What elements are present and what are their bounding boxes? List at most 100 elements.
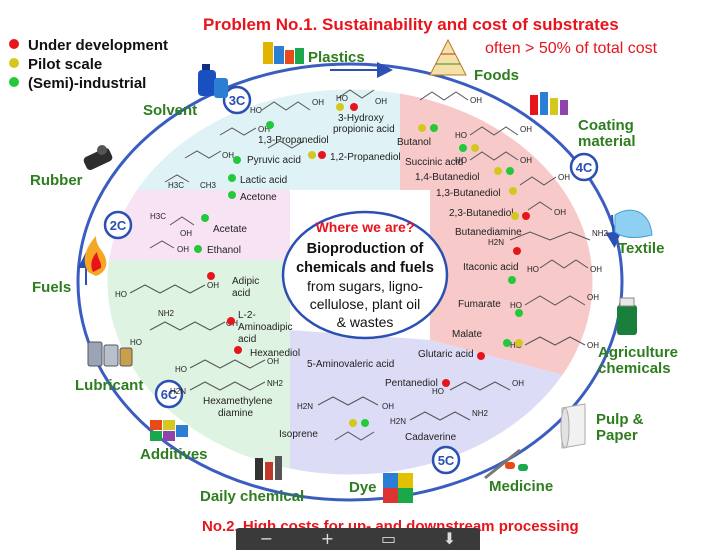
badge-3c-label: 3C bbox=[229, 93, 246, 108]
label-adipic-2: acid bbox=[232, 288, 250, 299]
structure-malate bbox=[524, 336, 586, 346]
label-itaconic: Itaconic acid bbox=[463, 262, 519, 273]
label-coating-2: material bbox=[578, 133, 636, 150]
dot-pentanediol-red bbox=[442, 379, 450, 387]
structure-succinic bbox=[469, 126, 519, 136]
legend-label-under-development: Under development bbox=[28, 37, 168, 54]
structure-acetone bbox=[164, 174, 190, 183]
foods-icon bbox=[429, 38, 467, 76]
label-hmd-1: Hexamethylene bbox=[203, 396, 273, 407]
structure-12pdo bbox=[267, 140, 305, 149]
legend-dot-green bbox=[9, 77, 19, 87]
dot-aaa-red bbox=[227, 317, 235, 325]
badge-2c-label: 2C bbox=[110, 218, 127, 233]
center-line3: from sugars, ligno- bbox=[307, 278, 423, 294]
medicine-icon bbox=[484, 448, 528, 480]
lubricant-icon bbox=[87, 341, 133, 367]
download-icon[interactable]: ⬇ bbox=[442, 529, 457, 548]
legend-dot-yellow bbox=[9, 58, 19, 68]
inner-ring bbox=[106, 88, 594, 476]
textile-icon bbox=[614, 209, 653, 239]
dot-pyruvic-green bbox=[233, 156, 241, 164]
rubber-icon bbox=[83, 145, 113, 170]
dot-succinic-yellow bbox=[471, 144, 479, 152]
c4-chemicals bbox=[419, 91, 591, 346]
atom-ho-hpa: HO bbox=[336, 94, 348, 103]
atom-ho-aaa: HO bbox=[130, 338, 142, 347]
label-pulp-2: Paper bbox=[596, 427, 638, 444]
structure-13bdo bbox=[519, 176, 557, 186]
daily-chemical-icon bbox=[255, 456, 282, 480]
atom-oh-pyruvic: OH bbox=[258, 125, 270, 134]
label-solvent: Solvent bbox=[143, 102, 197, 119]
atom-h2n-cadaverine: H2N bbox=[390, 417, 406, 426]
legend: Under development Pilot scale (Semi)-ind… bbox=[9, 37, 168, 92]
legend-label-pilot-scale: Pilot scale bbox=[28, 56, 102, 73]
center-line2: chemicals and fuels bbox=[296, 260, 434, 276]
atom-oh-glutaric: OH bbox=[512, 379, 524, 388]
label-lactic: Lactic acid bbox=[240, 175, 287, 186]
dot-23bdo-yellow bbox=[511, 212, 519, 220]
atom-h2n-hmd: H2N bbox=[170, 387, 186, 396]
label-hpa-2: propionic acid bbox=[333, 124, 395, 135]
pulp-paper-icon bbox=[560, 403, 586, 449]
label-textile: Textile bbox=[618, 240, 664, 257]
dot-13pdo-green bbox=[266, 121, 274, 129]
label-hpa-1: 3-Hydroxy bbox=[338, 113, 384, 124]
dot-isoprene-yellow bbox=[349, 419, 357, 427]
additives-icon bbox=[150, 420, 188, 441]
structure-pyruvic bbox=[219, 127, 257, 136]
badge-2c bbox=[103, 210, 133, 240]
atom-ho-fumarate: HO bbox=[510, 301, 522, 310]
atom-oh-13pdo: OH bbox=[312, 98, 324, 107]
atom-ho-itaconic: HO bbox=[527, 265, 539, 274]
solvent-icon bbox=[198, 64, 228, 98]
label-hexanediol: Hexanediol bbox=[250, 348, 300, 359]
dot-fumarate-green bbox=[515, 309, 523, 317]
atom-oh-ava: OH bbox=[382, 402, 394, 411]
label-aaa-1: L-2- bbox=[238, 310, 256, 321]
label-13bdo: 1,3-Butanediol bbox=[436, 188, 501, 199]
label-succinic: Succinic acid bbox=[405, 157, 463, 168]
atom-nh2-aaa: NH2 bbox=[158, 309, 175, 318]
dot-acetate-green bbox=[201, 214, 209, 222]
atom-oh-13bdo: OH bbox=[558, 173, 570, 182]
badge-5c bbox=[431, 445, 461, 475]
atom-oh-hexanediol: OH bbox=[267, 357, 279, 366]
center-line1: Bioproduction of bbox=[307, 241, 424, 257]
label-plastics: Plastics bbox=[308, 49, 365, 66]
atom-oh-acetate: OH bbox=[180, 229, 192, 238]
atom-oh-itaconic: OH bbox=[590, 265, 602, 274]
dot-14bdo-green bbox=[506, 167, 514, 175]
c5-labels: Glutaric acid Pentanediol 5-Aminovaleric… bbox=[279, 349, 524, 443]
center-line5: & wastes bbox=[337, 314, 394, 330]
zoom-out-icon[interactable]: − bbox=[259, 529, 274, 548]
carbon-badges: 3C 4C 2C 6C 5C bbox=[103, 85, 599, 475]
dot-butanediamine-red bbox=[513, 247, 521, 255]
atom-ch3-acetone: CH3 bbox=[200, 181, 217, 190]
label-glutaric: Glutaric acid bbox=[418, 349, 474, 360]
coating-material-icon bbox=[530, 92, 568, 115]
badge-4c bbox=[569, 152, 599, 182]
label-pyruvic: Pyruvic acid bbox=[247, 155, 301, 166]
structure-ethanol bbox=[149, 240, 175, 249]
label-pulp-1: Pulp & bbox=[596, 411, 644, 428]
c5-chemicals bbox=[317, 381, 511, 441]
structure-14bdo bbox=[469, 151, 519, 161]
label-cadaverine: Cadaverine bbox=[405, 432, 457, 443]
zoom-in-icon[interactable]: + bbox=[320, 529, 335, 548]
center-title: Where we are? bbox=[316, 219, 415, 235]
atom-oh-23bdo: OH bbox=[554, 208, 566, 217]
label-butanediamine: Butanediamine bbox=[455, 227, 522, 238]
structure-13pdo bbox=[261, 101, 311, 111]
label-rubber: Rubber bbox=[30, 172, 83, 189]
dot-malate-green bbox=[503, 339, 511, 347]
label-fuels: Fuels bbox=[32, 279, 71, 296]
label-23bdo: 2,3-Butanediol bbox=[449, 208, 514, 219]
dot-itaconic-green bbox=[508, 276, 516, 284]
fit-screen-icon[interactable]: ▭ bbox=[380, 529, 397, 548]
dot-adipic-red bbox=[207, 272, 215, 280]
label-butanol: Butanol bbox=[397, 137, 431, 148]
problem1-title: Problem No.1. Sustainability and cost of… bbox=[203, 15, 619, 34]
